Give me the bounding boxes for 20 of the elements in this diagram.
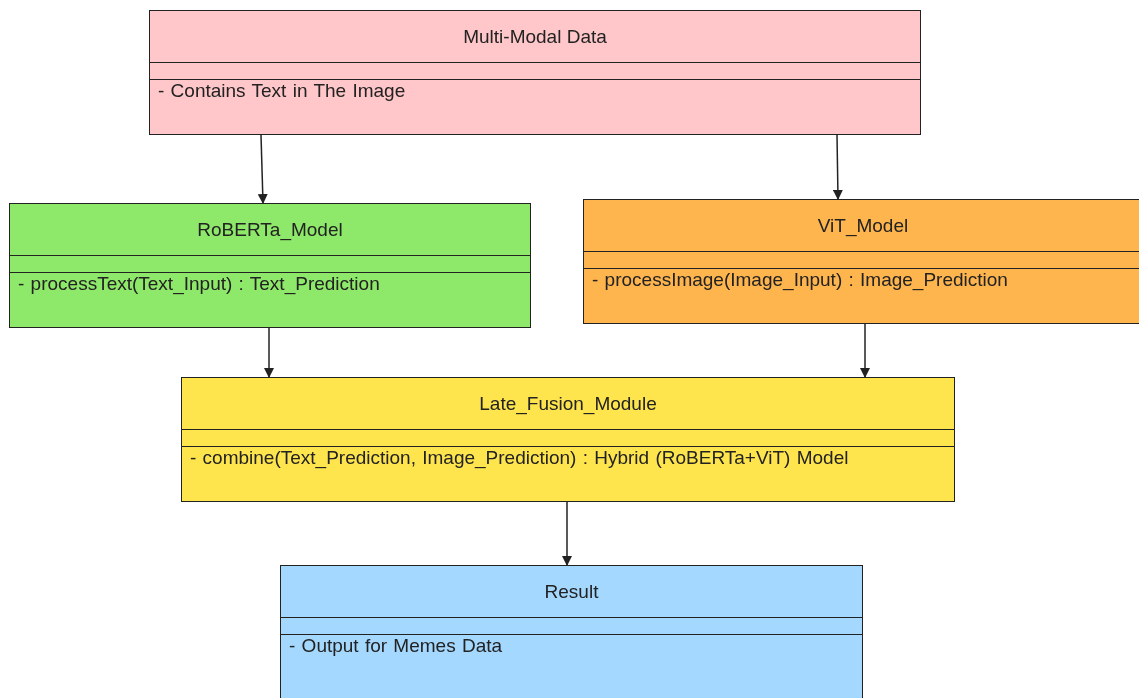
fusion-class-box: [181, 377, 955, 502]
method-text: - Contains Text in The Image: [158, 80, 406, 102]
class-name: Multi-Modal Data: [462, 24, 608, 49]
arrow: [832, 134, 843, 200]
arrow: [257, 134, 268, 204]
data-class-box: [149, 10, 921, 135]
method-text: - processImage(Image_Input) : Image_Prediction: [592, 269, 1008, 291]
method-text: - combine(Text_Prediction, Image_Prediction) : Hybrid (RoBERTa+ViT) Model: [190, 447, 849, 469]
model-class-box: [583, 199, 1139, 324]
arrow: [264, 327, 274, 378]
class-name: ViT_Model: [816, 213, 910, 239]
result-class-box: [280, 565, 863, 698]
method-text: - Output for Memes Data: [289, 635, 503, 657]
method-text: - processText(Text_Input) : Text_Prediction: [18, 273, 380, 295]
arrow: [860, 323, 870, 378]
class-name: RoBERTa_Model: [196, 217, 344, 243]
class-name: Result: [543, 579, 600, 604]
class-name: Late_Fusion_Module: [478, 391, 658, 417]
arrow: [562, 501, 572, 566]
model-class-box: [9, 203, 531, 328]
